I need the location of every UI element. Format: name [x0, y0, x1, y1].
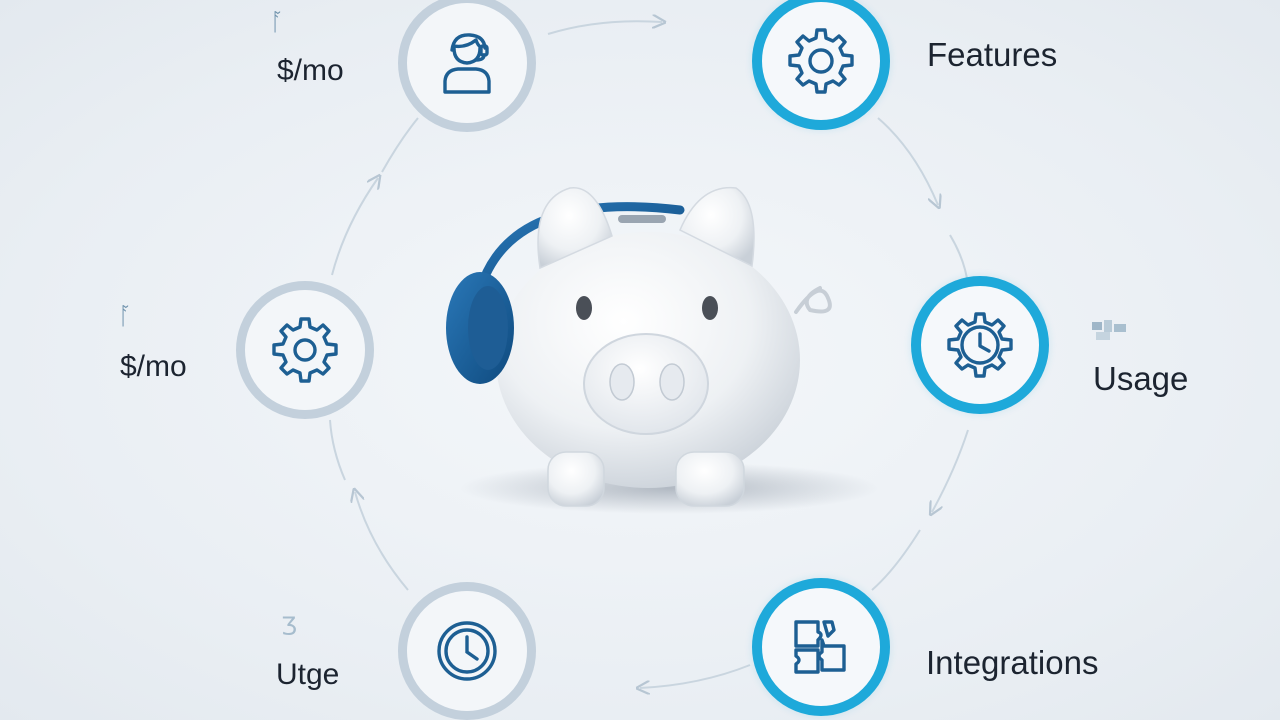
arrow-bottom [640, 664, 751, 688]
placeholder-glyph-icon [1092, 320, 1126, 340]
node-top-right [752, 0, 890, 130]
label-bottom-right: Integrations [926, 644, 1099, 681]
pig-snout [583, 333, 709, 435]
arrow-left-lower [329, 419, 346, 481]
puzzle-icon [794, 620, 846, 674]
arrow-bottom-right [871, 529, 921, 591]
gear-clock-icon [947, 312, 1013, 378]
pig-ear-right [679, 186, 755, 268]
node-right [911, 276, 1049, 414]
left-mini-glyph: ᚪ [118, 302, 132, 330]
pig-leg-front-left [547, 451, 605, 507]
label-right: Usage [1093, 360, 1189, 397]
label-top-right: Features [927, 36, 1058, 73]
node-bottom-right [752, 578, 890, 716]
gear-icon [788, 28, 854, 94]
gear-icon [272, 317, 338, 383]
arrow-bottom-left [355, 492, 409, 591]
label-top-left: $/mo [277, 54, 344, 87]
right-mini-glyph [1090, 318, 1132, 344]
arrow-left-upper [331, 178, 378, 276]
label-left: $/mo [120, 350, 187, 383]
pig-leg-front-right [675, 451, 745, 507]
pig-eye-left [576, 296, 592, 320]
coin-slot [618, 215, 666, 223]
pig-tail [794, 286, 832, 314]
piggy-bank-headphones [446, 186, 880, 514]
label-bottom-left: Utge [276, 658, 340, 691]
node-left [236, 281, 374, 419]
arrow-top-left [381, 117, 419, 173]
arrow-top-right [877, 117, 938, 205]
pig-ear-left [537, 187, 613, 270]
arrow-right-lower [932, 429, 969, 512]
clock-icon [437, 621, 497, 681]
bottom-left-mini-glyph: Ʒ [281, 612, 297, 640]
node-bottom-left [398, 582, 536, 720]
arrow-top [547, 21, 662, 35]
node-top-left [398, 0, 536, 132]
top-left-mini-glyph: ᚪ [270, 8, 284, 36]
pig-eye-right [702, 296, 718, 320]
support-agent-icon [443, 33, 491, 94]
